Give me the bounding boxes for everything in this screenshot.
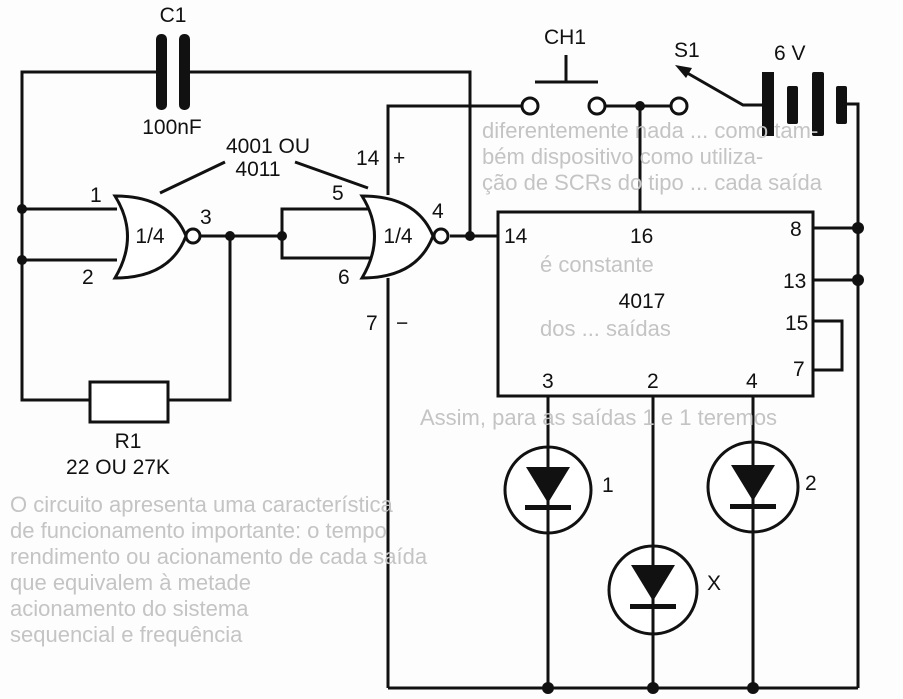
led-1-label: 1 xyxy=(602,474,614,497)
r1-value: 22 OU 27K xyxy=(66,456,170,479)
battery-6v: 6 V xyxy=(762,42,847,136)
svg-text:16: 16 xyxy=(630,225,653,248)
r1-label: R1 xyxy=(115,430,142,453)
svg-text:15: 15 xyxy=(785,312,808,335)
switch-s1: S1 xyxy=(669,39,762,116)
bleed-text: que equivalem à metade xyxy=(10,570,251,595)
bleed-text: diferentemente nada ... como tam- xyxy=(482,118,819,143)
gate1-fraction: 1/4 xyxy=(135,225,165,248)
bleed-text: ção de SCRs do tipo ... cada saída xyxy=(482,170,822,195)
bleed-text: de funcionamento importante: o tempo xyxy=(10,518,387,543)
battery-label: 6 V xyxy=(774,42,806,65)
ic-4017: 4017 14 16 8 13 15 7 3 2 4 xyxy=(496,210,815,398)
gate-pin-labels: 1 2 3 5 6 4 14 + 7 − xyxy=(82,147,444,335)
capacitor-c1: C1 100nF xyxy=(142,4,202,139)
ch1-label: CH1 xyxy=(544,26,586,49)
c1-label: C1 xyxy=(160,4,187,27)
svg-text:+: + xyxy=(393,147,405,170)
bleed-text: bém dispositivo como utiliza- xyxy=(482,144,764,169)
nor-gate-1: 1/4 xyxy=(112,194,202,280)
svg-text:7: 7 xyxy=(793,358,805,381)
svg-text:14: 14 xyxy=(356,147,380,170)
wires xyxy=(20,70,860,690)
svg-text:14: 14 xyxy=(504,225,528,248)
svg-text:7: 7 xyxy=(366,312,378,335)
gate-ic-label-2: 4011 xyxy=(235,158,280,181)
bleed-text: rendimento ou acionamento de cada saída xyxy=(10,544,428,569)
svg-text:5: 5 xyxy=(332,182,344,205)
gate2-fraction: 1/4 xyxy=(383,225,413,248)
s1-label: S1 xyxy=(674,39,700,62)
ic-4017-label: 4017 xyxy=(619,290,666,313)
led-2-label: 2 xyxy=(805,472,817,495)
svg-text:2: 2 xyxy=(82,266,94,289)
junction-dots xyxy=(17,101,864,694)
svg-text:6: 6 xyxy=(338,266,350,289)
gate-ic-label-1: 4001 OU xyxy=(226,135,310,158)
led-x-label: X xyxy=(707,572,721,595)
bleed-text: é constante xyxy=(540,252,654,277)
nor-gate-2: 1/4 xyxy=(359,194,450,280)
led-1: 1 xyxy=(503,445,614,535)
resistor-r1: R1 22 OU 27K xyxy=(66,380,170,479)
bleed-text: sequencial e frequência xyxy=(10,622,243,647)
svg-text:−: − xyxy=(396,312,408,335)
svg-text:3: 3 xyxy=(542,370,554,393)
svg-text:8: 8 xyxy=(790,218,802,241)
svg-text:2: 2 xyxy=(647,370,659,393)
bleed-text: Assim, para as saídas 1 e 1 teremos xyxy=(420,405,778,430)
bleed-text: acionamento do sistema xyxy=(10,596,249,621)
c1-value: 100nF xyxy=(142,116,202,139)
bleed-text: O circuito apresenta uma característica xyxy=(10,492,393,517)
svg-text:4: 4 xyxy=(746,370,758,393)
pushbutton-ch1: CH1 xyxy=(520,26,607,116)
svg-text:1: 1 xyxy=(90,184,102,207)
svg-text:13: 13 xyxy=(783,270,806,293)
svg-text:4: 4 xyxy=(432,200,444,223)
bleed-text: dos ... saídas xyxy=(540,316,671,341)
led-x: X xyxy=(607,544,721,636)
svg-text:3: 3 xyxy=(200,206,212,229)
led-2: 2 xyxy=(706,440,817,534)
